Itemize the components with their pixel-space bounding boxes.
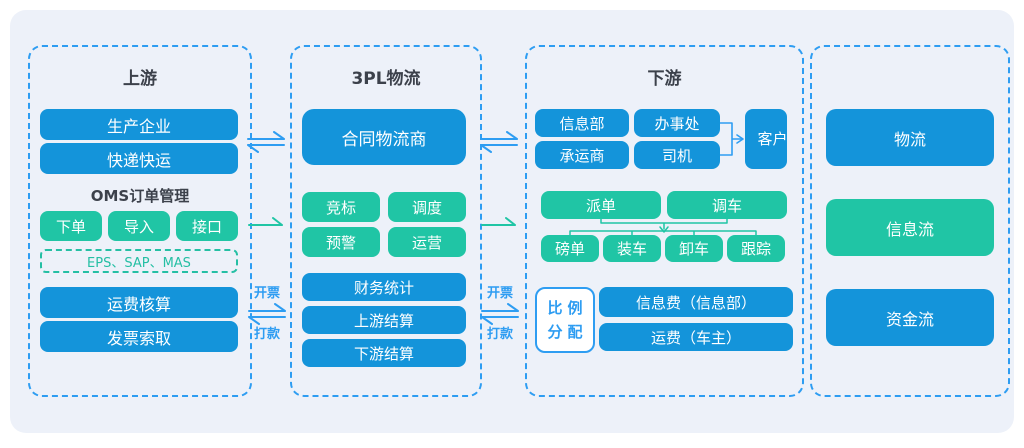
invoice-payment-arrow-group: 开票 打款 [244, 285, 290, 343]
bidirectional-arrow-icon [248, 303, 286, 325]
node-logistics-flow: 物流 [826, 109, 994, 166]
distribution-bracket-arrow-icon [569, 219, 757, 235]
node-driver: 司机 [634, 141, 720, 169]
node-freight-fee: 运费（车主） [599, 323, 793, 351]
node-unloading: 卸车 [665, 235, 723, 262]
node-express: 快递快运 [40, 143, 238, 174]
node-information-flow: 信息流 [826, 199, 994, 256]
node-dispatch: 调度 [388, 192, 466, 222]
node-place-order: 下单 [40, 211, 102, 241]
oms-order-management-label: OMS订单管理 [90, 187, 190, 205]
node-capital-flow: 资金流 [826, 289, 994, 346]
panel-upstream-title: 上游 [123, 69, 157, 89]
invoice-payment-arrow-group: 开票 打款 [477, 285, 523, 343]
bidirectional-arrow-icon [481, 303, 519, 325]
panel-upstream: 上游 生产企业 快递快运 OMS订单管理 下单 导入 接口 EPS、SAP、MA… [28, 45, 252, 397]
node-assign-order: 派单 [541, 191, 661, 219]
node-ratio-split: 比例分配 [535, 287, 595, 353]
panel-downstream: 下游 信息部 办事处 承运商 司机 客户 派单 调车 磅单 装车 卸车 跟踪 比… [525, 45, 804, 397]
invoice-label: 开票 [486, 286, 513, 301]
node-office: 办事处 [634, 109, 720, 137]
panel-3pl-title: 3PL物流 [351, 69, 421, 89]
node-warning: 预警 [302, 227, 380, 257]
panel-downstream-title: 下游 [647, 69, 682, 89]
panel-flows: 物流 信息流 资金流 [810, 45, 1010, 397]
node-weigh-note: 磅单 [541, 235, 599, 262]
node-finance-stats: 财务统计 [302, 273, 466, 301]
node-api: 接口 [176, 211, 238, 241]
node-upstream-settlement: 上游结算 [302, 306, 466, 334]
panel-3pl-logistics: 3PL物流 合同物流商 竞标 调度 预警 运营 财务统计 上游结算 下游结算 [290, 45, 482, 397]
node-carrier: 承运商 [535, 141, 629, 169]
node-loading: 装车 [603, 235, 661, 262]
node-customer: 客户 [745, 109, 788, 169]
node-invoice-request: 发票索取 [40, 321, 238, 352]
flow-right-arrow-icon [481, 217, 516, 226]
node-erp-systems: EPS、SAP、MAS [40, 249, 238, 273]
customer-bracket-arrow-icon [720, 122, 744, 156]
node-contract-provider: 合同物流商 [302, 109, 466, 165]
node-tracking: 跟踪 [727, 235, 785, 262]
payment-label: 打款 [253, 327, 280, 342]
node-producers: 生产企业 [40, 109, 238, 140]
node-downstream-settlement: 下游结算 [302, 339, 466, 367]
payment-label: 打款 [486, 327, 513, 342]
node-ratio-split-label: 比例分配 [547, 299, 588, 341]
node-allocate-truck: 调车 [667, 191, 787, 219]
node-freight-check: 运费核算 [40, 287, 238, 318]
flow-right-arrow-icon [248, 217, 283, 226]
node-operation: 运营 [388, 227, 466, 257]
invoice-label: 开票 [253, 286, 280, 301]
bidirectional-arrow-icon [480, 131, 518, 153]
bidirectional-arrow-icon [247, 131, 285, 153]
node-info-fee: 信息费（信息部） [599, 287, 793, 317]
node-info-dept: 信息部 [535, 109, 629, 137]
node-bidding: 竞标 [302, 192, 380, 222]
node-import: 导入 [108, 211, 170, 241]
node-customer-label: 客户 [757, 129, 788, 148]
